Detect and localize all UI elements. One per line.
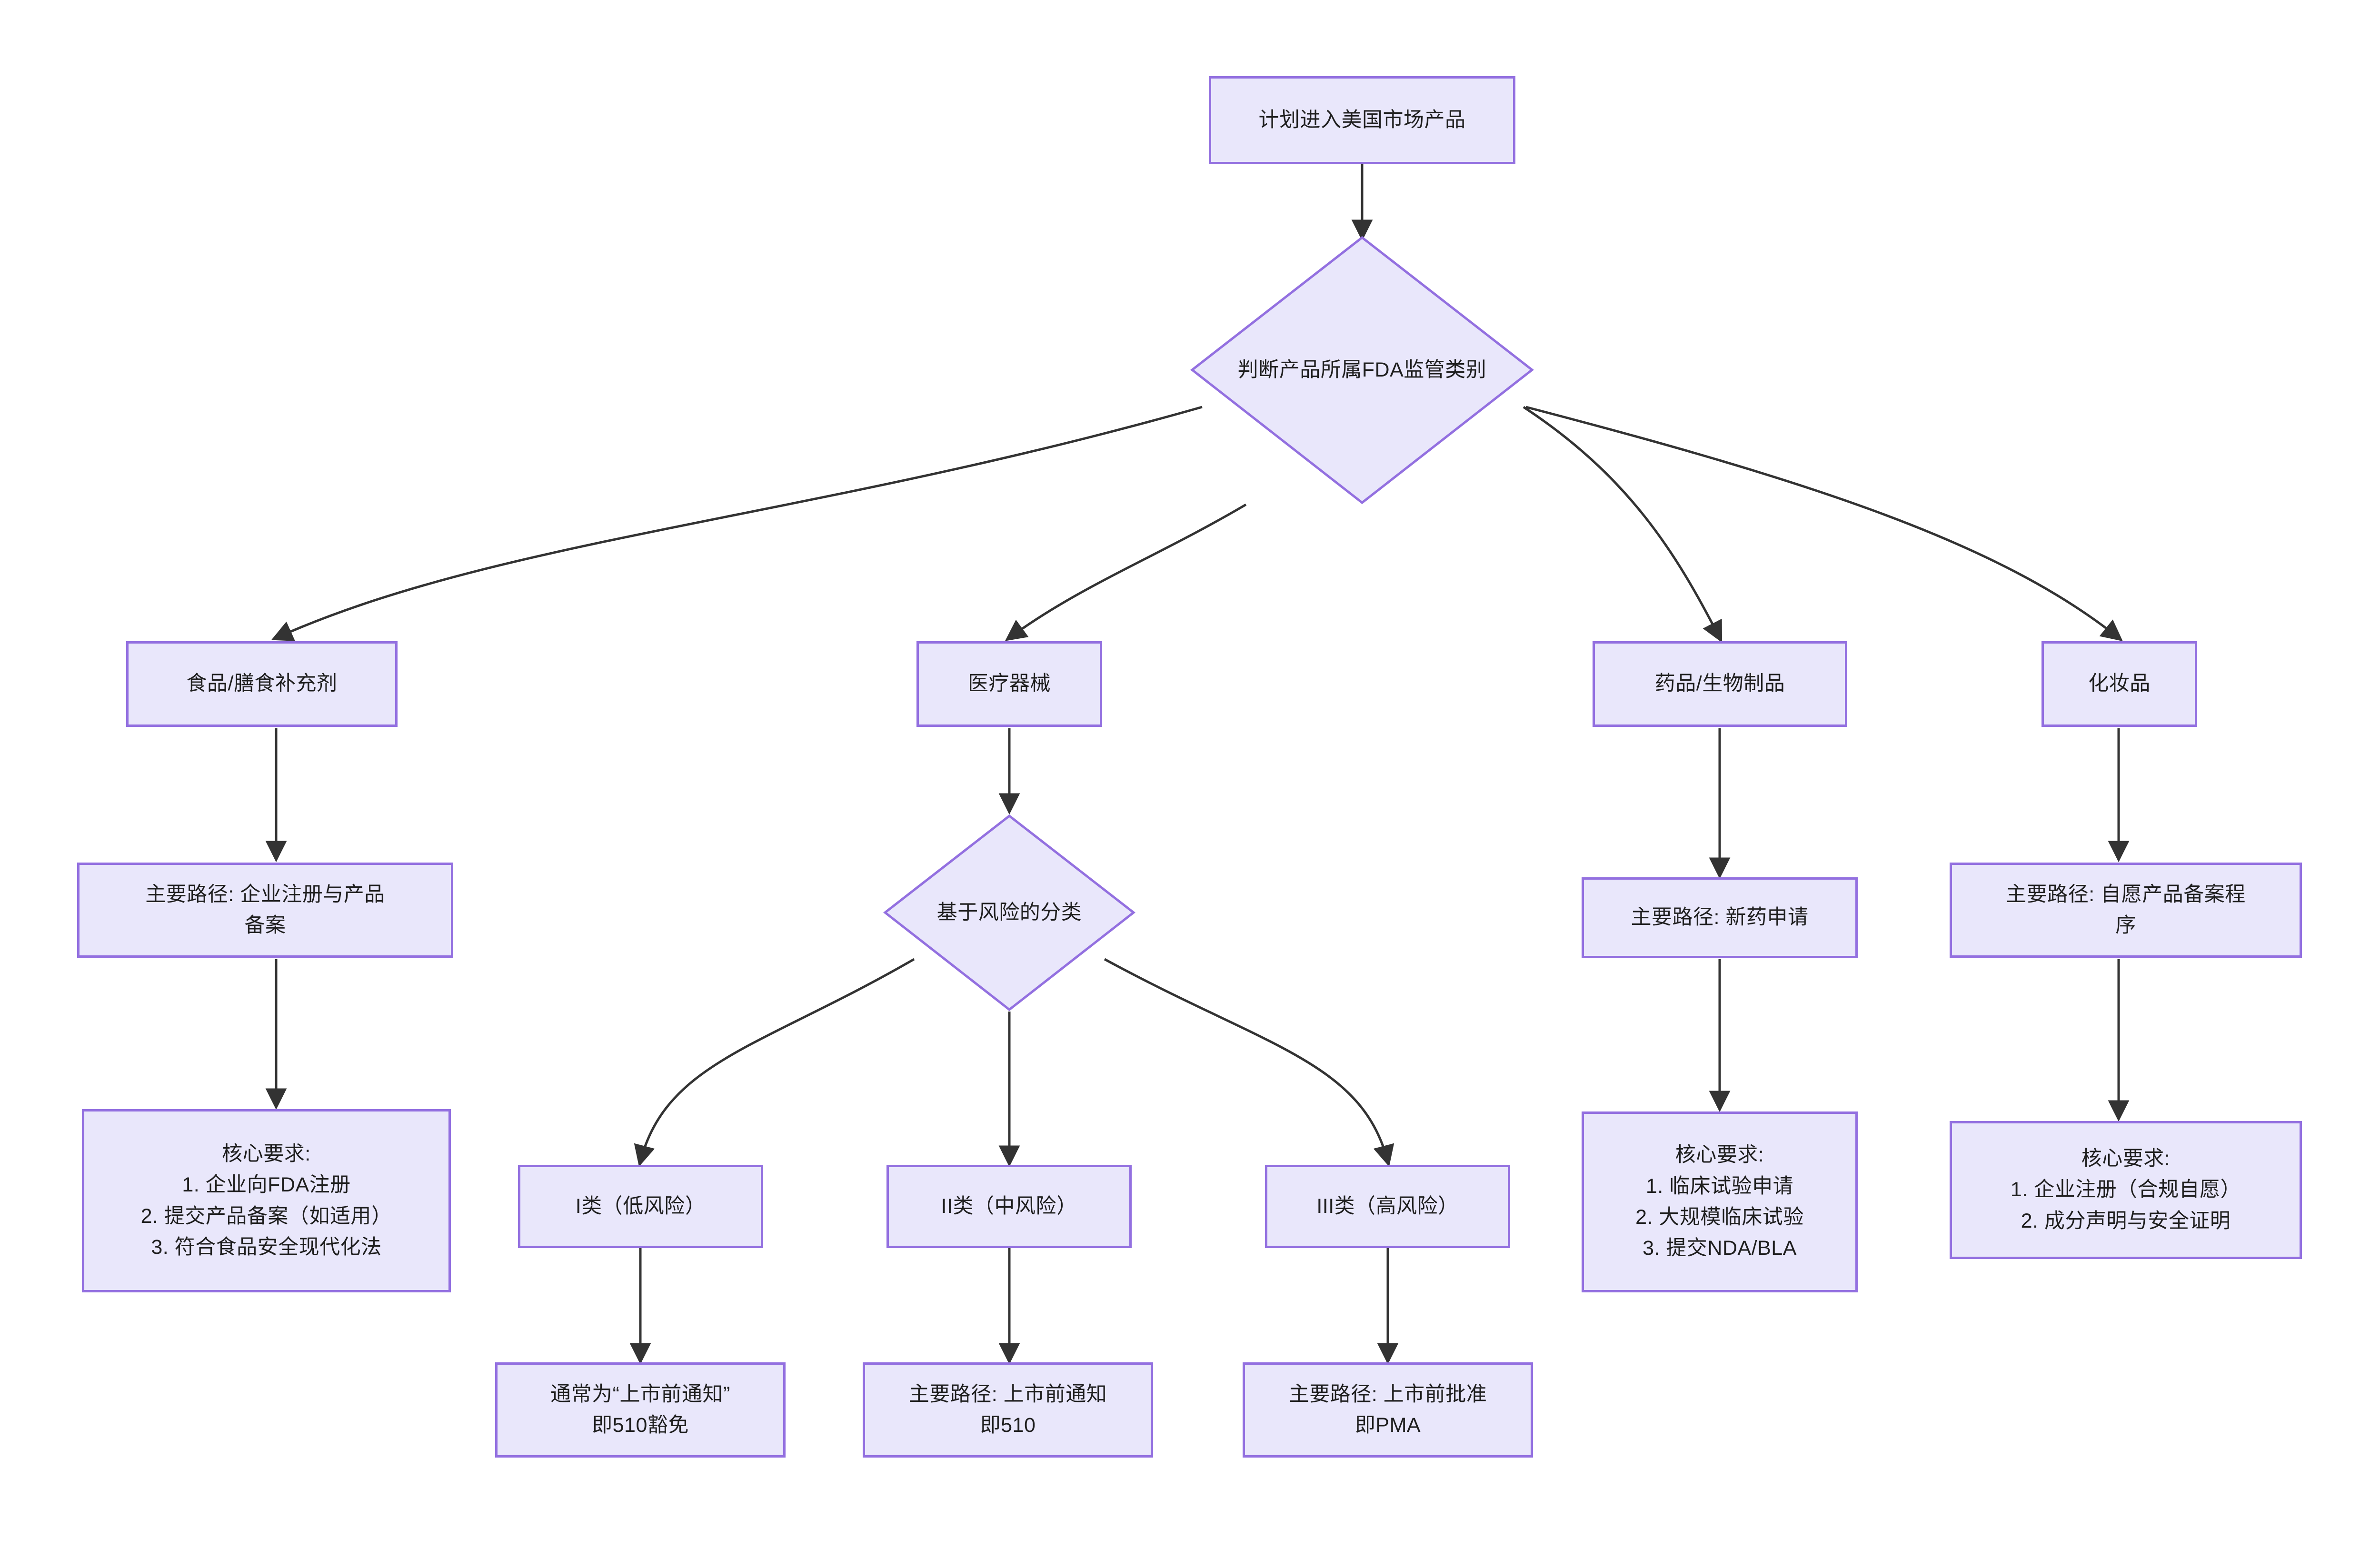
node-device-class-3[interactable]: III类（高风险） xyxy=(1265,1165,1510,1248)
node-device-risk-decision[interactable]: 基于风险的分类 xyxy=(883,814,1135,1012)
edge-decision-to-device xyxy=(1005,503,1247,641)
node-device-class-3-path[interactable]: 主要路径: 上市前批准 即PMA xyxy=(1243,1362,1533,1458)
node-decision-category-label: 判断产品所属FDA监管类别 xyxy=(1237,358,1487,382)
node-category-food[interactable]: 食品/膳食补充剂 xyxy=(126,641,398,727)
node-category-cosmetic-label: 化妆品 xyxy=(2088,672,2151,695)
node-drug-path-label: 主要路径: 新药申请 xyxy=(1631,906,1809,929)
diamond-shape-device-risk xyxy=(883,814,1135,1012)
node-food-path-label: 主要路径: 企业注册与产品 备案 xyxy=(145,883,385,937)
node-cosmetic-requirements-label: 核心要求: 1. 企业注册（合规自愿） 2. 成分声明与安全证明 xyxy=(2010,1147,2241,1232)
node-food-requirements-label: 核心要求: 1. 企业向FDA注册 2. 提交产品备案（如适用） 3. 符合食品… xyxy=(140,1142,392,1259)
node-device-class-1-path[interactable]: 通常为“上市前通知” 即510豁免 xyxy=(495,1362,786,1458)
node-device-class-1-path-label: 通常为“上市前通知” 即510豁免 xyxy=(550,1382,730,1437)
node-food-requirements[interactable]: 核心要求: 1. 企业向FDA注册 2. 提交产品备案（如适用） 3. 符合食品… xyxy=(82,1109,451,1292)
node-root[interactable]: 计划进入美国市场产品 xyxy=(1209,76,1515,164)
edge-devicedecision-to-class3 xyxy=(1104,958,1394,1167)
node-category-device[interactable]: 医疗器械 xyxy=(916,641,1102,727)
node-cosmetic-path[interactable]: 主要路径: 自愿产品备案程 序 xyxy=(1950,863,2302,958)
node-food-path[interactable]: 主要路径: 企业注册与产品 备案 xyxy=(77,863,453,958)
node-cosmetic-path-label: 主要路径: 自愿产品备案程 序 xyxy=(2006,883,2246,937)
node-decision-category[interactable]: 判断产品所属FDA监管类别 xyxy=(1190,236,1534,505)
node-device-class-2[interactable]: II类（中风险） xyxy=(886,1165,1132,1248)
node-category-drug-label: 药品/生物制品 xyxy=(1654,672,1785,695)
node-drug-requirements-label: 核心要求: 1. 临床试验申请 2. 大规模临床试验 3. 提交NDA/BLA xyxy=(1635,1143,1804,1260)
edge-decision-to-cosmetic xyxy=(1525,406,2123,642)
edge-decision-to-drug xyxy=(1523,406,1723,643)
node-device-class-1-label: I类（低风险） xyxy=(575,1194,706,1218)
node-category-drug[interactable]: 药品/生物制品 xyxy=(1593,641,1847,727)
node-cosmetic-requirements[interactable]: 核心要求: 1. 企业注册（合规自愿） 2. 成分声明与安全证明 xyxy=(1950,1121,2302,1259)
node-device-class-3-path-label: 主要路径: 上市前批准 即PMA xyxy=(1288,1382,1487,1437)
node-device-class-2-label: II类（中风险） xyxy=(941,1194,1077,1218)
node-drug-requirements[interactable]: 核心要求: 1. 临床试验申请 2. 大规模临床试验 3. 提交NDA/BLA xyxy=(1582,1111,1858,1292)
node-drug-path[interactable]: 主要路径: 新药申请 xyxy=(1582,877,1858,958)
node-device-class-2-path[interactable]: 主要路径: 上市前通知 即510 xyxy=(863,1362,1153,1458)
edge-decision-to-food xyxy=(271,406,1203,641)
node-root-label: 计划进入美国市场产品 xyxy=(1258,108,1466,131)
node-category-cosmetic[interactable]: 化妆品 xyxy=(2041,641,2197,727)
node-category-device-label: 医疗器械 xyxy=(968,672,1051,695)
node-device-class-3-label: III类（高风险） xyxy=(1316,1194,1459,1218)
diamond-shape-category xyxy=(1190,236,1534,505)
node-device-class-1[interactable]: I类（低风险） xyxy=(518,1165,763,1248)
edge-devicedecision-to-class1 xyxy=(634,958,915,1167)
node-category-food-label: 食品/膳食补充剂 xyxy=(186,672,338,695)
node-device-class-2-path-label: 主要路径: 上市前通知 即510 xyxy=(908,1382,1107,1437)
node-device-risk-decision-label: 基于风险的分类 xyxy=(936,901,1082,924)
